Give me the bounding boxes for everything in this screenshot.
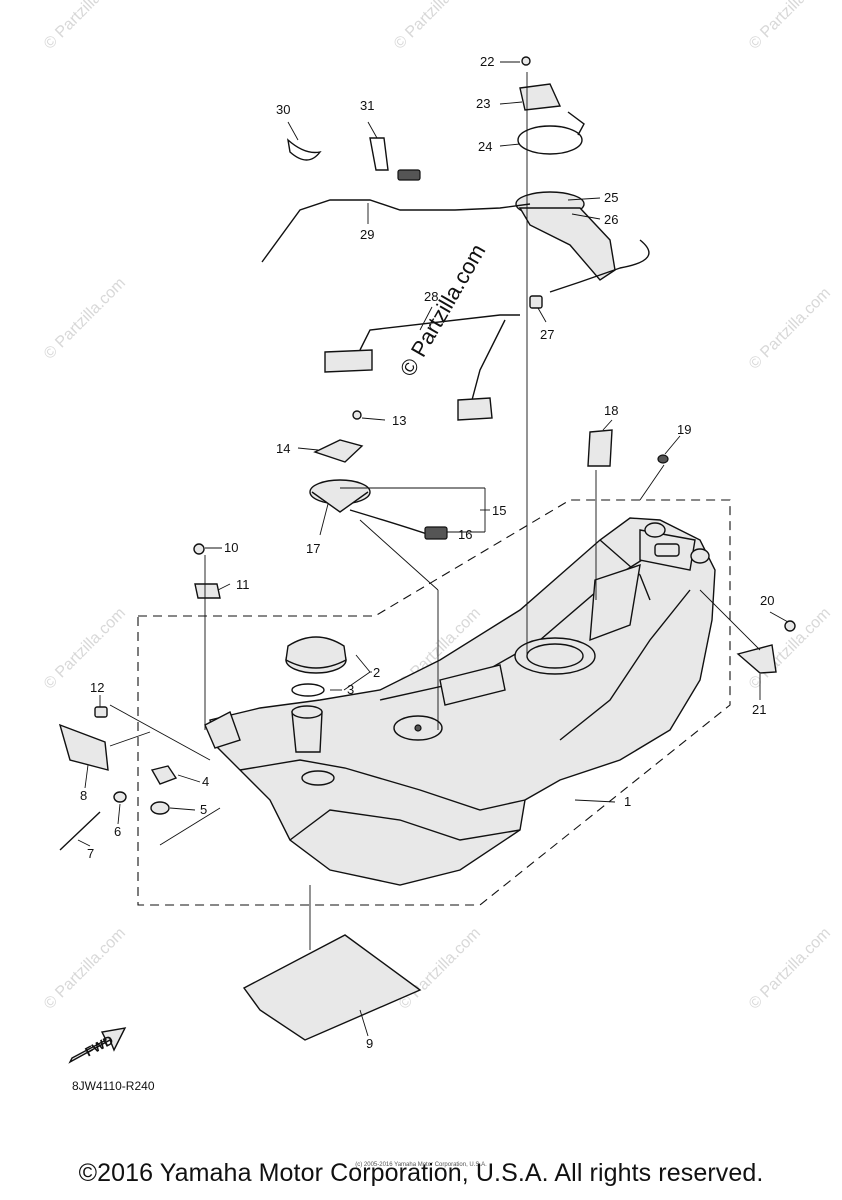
fuel-tank: [204, 517, 716, 886]
leader-lines: [77, 61, 789, 1037]
copyright-notice: ©2016 Yamaha Motor Corporation, U.S.A. A…: [78, 1159, 764, 1187]
watermark: © Partzilla.com: [41, 275, 129, 363]
callout-26: 26: [604, 212, 618, 227]
watermark: © Partzilla.com: [391, 0, 479, 53]
callout-11: 11: [236, 577, 250, 592]
diagram-code: 8JW4110-R240: [72, 1079, 155, 1093]
hose-fitting: [150, 765, 178, 785]
watermark: © Partzilla.com: [41, 925, 129, 1013]
callout-25: 25: [604, 190, 618, 205]
o-ring: [291, 683, 325, 697]
watermark: © Partzilla.com: [396, 925, 484, 1013]
callout-13: 13: [392, 413, 406, 428]
callout-7: 7: [87, 846, 94, 861]
screw: [352, 410, 362, 420]
bolt: [193, 543, 205, 555]
callout-1: 1: [624, 794, 631, 809]
callout-19: 19: [677, 422, 691, 437]
callout-3: 3: [347, 682, 354, 697]
callout-20: 20: [760, 593, 774, 608]
protector-sheet: [242, 934, 422, 1041]
callout-30: 30: [276, 102, 290, 117]
callout-17: 17: [306, 541, 320, 556]
callout-2: 2: [373, 665, 380, 680]
callout-8: 8: [80, 788, 87, 803]
small-print: (c) 2005-2016 Yamaha Motor Corporation, …: [355, 1162, 487, 1168]
pad: [587, 429, 613, 467]
gasket: [517, 125, 583, 155]
callout-10: 10: [224, 540, 238, 555]
grommet: [150, 801, 170, 815]
drain-hose: [59, 811, 101, 851]
watermark: © Partzilla.com: [746, 0, 834, 53]
fitting: [529, 295, 543, 309]
gasket-tab: [567, 111, 585, 136]
bolt: [784, 620, 796, 632]
callout-9: 9: [366, 1036, 373, 1051]
fuel-cap: [285, 636, 347, 674]
watermark: © Partzilla.com: [746, 285, 834, 373]
callout-27: 27: [540, 327, 554, 342]
fuel-pump: [397, 169, 650, 293]
callout-28: 28: [424, 289, 438, 304]
callout-12: 12: [90, 680, 104, 695]
watermark: © Partzilla.com: [41, 0, 129, 53]
callout-31: 31: [360, 98, 374, 113]
fwd-arrow: FWD: [68, 1027, 127, 1064]
callout-14: 14: [276, 441, 290, 456]
callout-18: 18: [604, 403, 618, 418]
watermark: © Partzilla.com: [746, 925, 834, 1013]
fuel-level-sender: [309, 479, 448, 540]
nut: [94, 706, 108, 718]
gasket: [313, 439, 364, 463]
callout-16: 16: [458, 527, 472, 542]
callout-24: 24: [478, 139, 492, 154]
watermark-primary: © Partzilla.com: [395, 240, 491, 381]
nut: [657, 454, 669, 464]
damper: [194, 583, 221, 599]
callout-6: 6: [114, 824, 121, 839]
heat-shield: [58, 723, 109, 771]
callout-4: 4: [202, 774, 209, 789]
screw: [521, 56, 531, 66]
assembly-boundary: [137, 499, 731, 906]
clip: [113, 791, 127, 803]
fwd-label: FWD: [83, 1032, 116, 1059]
breather-hose: [324, 314, 520, 421]
fuel-pump-bracket: [519, 83, 562, 111]
filler-neck: [291, 705, 323, 753]
hose-clip: [369, 137, 389, 171]
callout-15: 15: [492, 503, 506, 518]
callout-5: 5: [200, 802, 207, 817]
fuel-hose: [261, 199, 531, 263]
callout-22: 22: [480, 54, 494, 69]
callout-29: 29: [360, 227, 374, 242]
callouts: 1 2 3 4 5 6 7 8 9 10 11 12 13 14 15 16 1…: [80, 54, 774, 1051]
watermark: © Partzilla.com: [41, 605, 129, 693]
callout-21: 21: [752, 702, 766, 717]
clamp: [286, 138, 322, 161]
callout-23: 23: [476, 96, 490, 111]
bracket: [736, 644, 777, 674]
